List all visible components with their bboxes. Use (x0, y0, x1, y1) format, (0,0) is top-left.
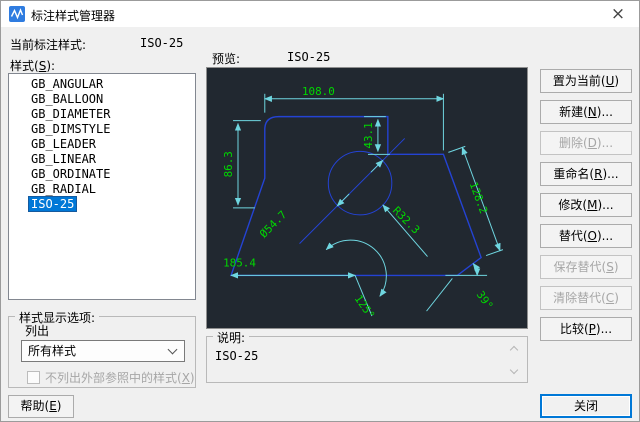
preview-label: 预览: (212, 52, 241, 66)
dim-label-left: 86.3 (222, 151, 235, 177)
style-name: ISO-25 (27, 196, 78, 212)
style-list-item[interactable]: GB_RADIAL (9, 182, 195, 197)
current-style-label: 当前标注样式: (10, 38, 87, 52)
description-legend: 说明: (213, 329, 250, 346)
style-name: GB_BALLOON (31, 92, 104, 106)
list-filter-label: 列出 (25, 324, 50, 338)
preview-diagonal-line (299, 138, 406, 244)
preview-circle (327, 150, 393, 216)
compare-button[interactable]: 比较(P)... (540, 317, 632, 341)
dim-label-bottom: 185.4 (223, 256, 256, 269)
style-list-item[interactable]: GB_LINEAR (9, 152, 195, 167)
styles-list-label: 样式(S): (10, 59, 56, 73)
description-scrollbar (507, 343, 521, 377)
delete-button: 删除(D)... (540, 131, 632, 155)
style-name: GB_DIMSTYLE (31, 122, 111, 136)
style-list-item[interactable]: GB_ORDINATE (9, 167, 195, 182)
current-style-value: ISO-25 (140, 36, 184, 50)
title-bar: 标注样式管理器 × (1, 1, 639, 27)
style-list-item[interactable]: GB_DIAMETER (9, 107, 195, 122)
set-current-button[interactable]: 置为当前(U) (540, 69, 632, 93)
description-group: 说明: ISO-25 (206, 329, 528, 383)
style-list-item[interactable]: GB_DIMSTYLE (9, 122, 195, 137)
xref-checkbox (27, 371, 40, 384)
dim-label-angle-right: 39° (474, 289, 496, 313)
style-display-options-legend: 样式显示选项: (15, 309, 100, 326)
dim-label-right: 43.1 (362, 122, 375, 148)
new-button[interactable]: 新建(N)... (540, 100, 632, 124)
style-list-item[interactable]: GB_LEADER (9, 137, 195, 152)
help-button[interactable]: 帮助(E) (8, 395, 74, 418)
scroll-down-icon (509, 365, 519, 375)
style-display-options-group: 样式显示选项: 列出 所有样式 不列出外部参照中的样式(X) (8, 309, 196, 388)
style-list-item[interactable]: GB_ANGULAR (9, 77, 195, 92)
window-title: 标注样式管理器 (31, 9, 116, 23)
save-override-button: 保存替代(S) (540, 255, 632, 279)
override-button[interactable]: 替代(O)... (540, 224, 632, 248)
clear-override-button: 清除替代(C) (540, 286, 632, 310)
dim-label-angle-bottom: 125° (352, 292, 378, 321)
style-name: GB_DIAMETER (31, 107, 111, 121)
dim-label-top: 108.0 (302, 85, 335, 98)
dim-label-aligned: 128.2 (467, 180, 490, 215)
xref-checkbox-row: 不列出外部参照中的样式(X) (27, 369, 195, 386)
app-icon (9, 6, 25, 22)
style-preview-panel: 108.0 43.1 86.3 128.2 R32.3 Ø54.7 (206, 67, 528, 329)
close-dialog-button[interactable]: 关闭 (540, 394, 632, 418)
chevron-down-icon (167, 344, 178, 355)
preview-style-name: ISO-25 (287, 50, 331, 64)
style-list-item[interactable]: GB_BALLOON (9, 92, 195, 107)
close-icon[interactable]: × (610, 4, 626, 24)
dimension-preview-drawing: 108.0 43.1 86.3 128.2 R32.3 Ø54.7 (222, 85, 504, 321)
scroll-up-icon (509, 345, 519, 355)
action-buttons-column: 置为当前(U) 新建(N)... 删除(D)... 重命名(R)... 修改(M)...… (540, 69, 632, 341)
list-filter-dropdown[interactable]: 所有样式 (21, 340, 185, 362)
style-name: GB_LEADER (31, 137, 97, 151)
style-name: GB_LINEAR (31, 152, 97, 166)
modify-button[interactable]: 修改(M)... (540, 193, 632, 217)
style-name: GB_ANGULAR (31, 77, 104, 91)
list-filter-selected-value: 所有样式 (28, 344, 77, 358)
xref-checkbox-label: 不列出外部参照中的样式(X) (45, 371, 195, 385)
style-name: GB_RADIAL (31, 182, 97, 196)
style-list-item[interactable]: ISO-25 (9, 196, 195, 212)
rename-button[interactable]: 重命名(R)... (540, 162, 632, 186)
description-value: ISO-25 (215, 349, 259, 363)
dim-label-diameter: Ø54.7 (257, 208, 289, 240)
style-name: GB_ORDINATE (31, 167, 111, 181)
